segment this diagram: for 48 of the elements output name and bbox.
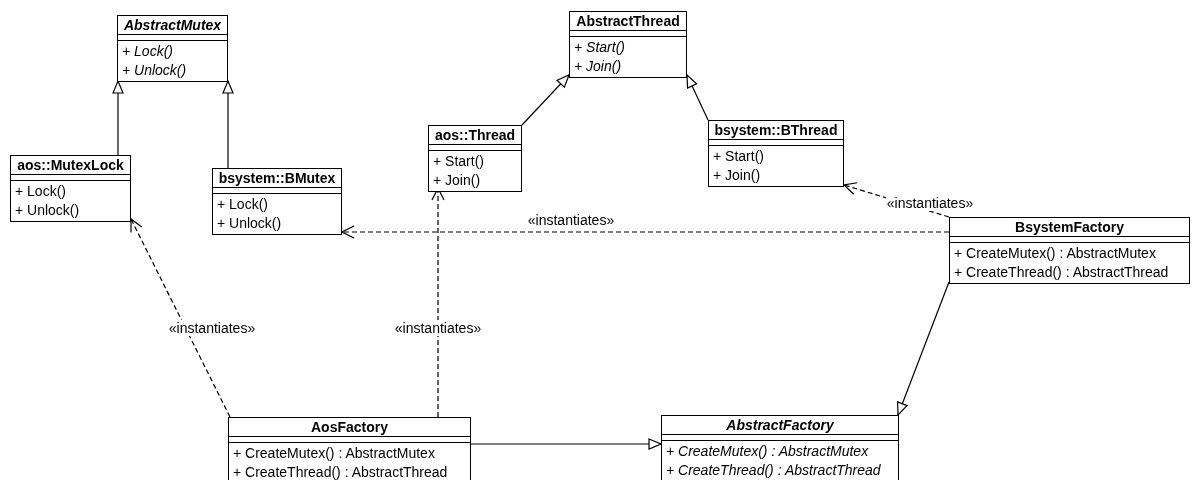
generalization-arrow: [470, 438, 662, 450]
class-name: aos::MutexLock: [11, 156, 130, 175]
class-name: AbstractMutex: [118, 16, 227, 35]
method-signature: + Start(): [433, 152, 485, 171]
class-name: aos::Thread: [429, 126, 521, 145]
class-name: AbstractFactory: [662, 416, 898, 435]
class-box: [117, 15, 228, 82]
edge-label: «instantiates»: [167, 320, 257, 336]
generalization-arrow: [521, 74, 570, 126]
class-box: [708, 120, 844, 187]
method-signature: + CreateThread() : AbstractThread: [954, 263, 1170, 282]
class-name: bsystem::BMutex: [213, 169, 341, 188]
method-signature: + Join(): [574, 57, 623, 76]
method-signature: + Unlock(): [217, 214, 283, 233]
method-signature: + Start(): [574, 38, 626, 57]
method-signature: + Unlock(): [122, 61, 188, 80]
edge-label: «instantiates»: [526, 212, 616, 228]
method-signature: + CreateThread() : AbstractThread: [233, 463, 449, 480]
method-signature: + CreateMutex() : AbstractMutex: [666, 442, 870, 461]
generalization-arrow: [222, 80, 234, 169]
class-box: [569, 11, 687, 78]
method-signature: + Join(): [433, 171, 482, 190]
class-box: [228, 417, 471, 480]
edge-label: «instantiates»: [885, 195, 975, 211]
method-signature: + Lock(): [122, 42, 174, 61]
method-signature: + CreateThread() : AbstractThread: [666, 461, 882, 480]
class-name: AosFactory: [229, 418, 470, 437]
dependency-arrow: [341, 225, 950, 239]
class-name: bsystem::BThread: [709, 121, 843, 140]
edge-label: «instantiates»: [393, 320, 483, 336]
method-signature: + Start(): [713, 147, 765, 166]
method-signature: + Join(): [713, 166, 762, 185]
generalization-arrow: [897, 281, 950, 416]
method-signature: + Lock(): [217, 195, 269, 214]
method-signature: + CreateMutex() : AbstractMutex: [954, 244, 1157, 263]
generalization-arrow: [112, 80, 124, 156]
class-box: [212, 168, 342, 235]
method-signature: + Unlock(): [15, 201, 81, 220]
method-signature: + Lock(): [15, 182, 67, 201]
class-box: [661, 415, 899, 480]
class-box: [10, 155, 131, 222]
dependency-arrow: [130, 218, 231, 418]
generalization-arrow: [686, 74, 709, 121]
method-signature: + CreateMutex() : AbstractMutex: [233, 444, 436, 463]
class-box: [949, 217, 1190, 284]
class-name: BsystemFactory: [950, 218, 1189, 237]
class-name: AbstractThread: [570, 12, 686, 31]
class-box: [428, 125, 522, 192]
